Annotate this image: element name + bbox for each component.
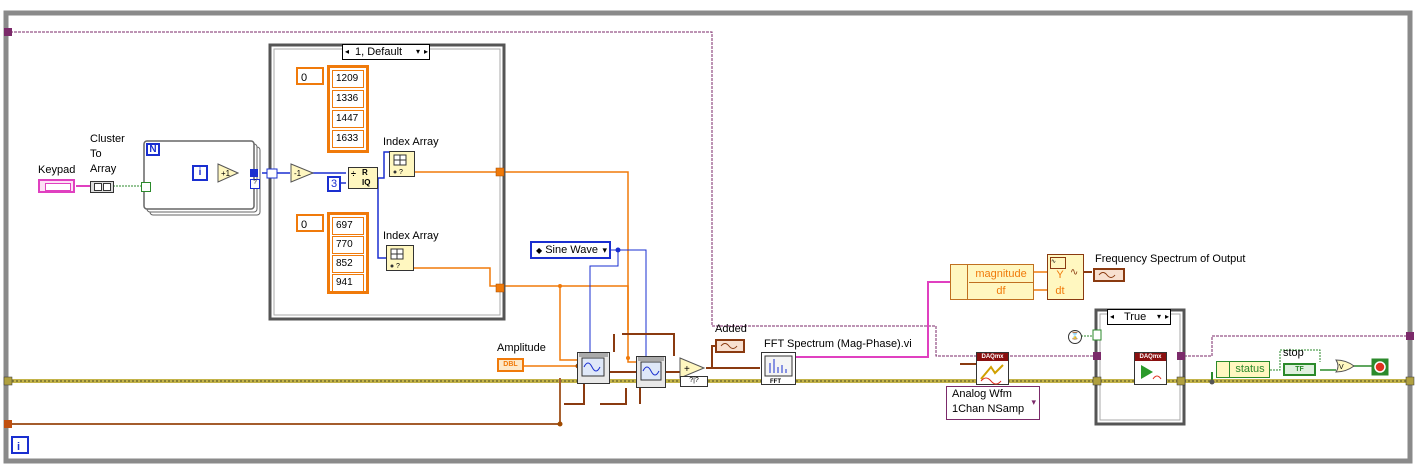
svg-text:+: + (684, 364, 690, 375)
daqmx-write-node[interactable]: DAQmx (976, 352, 1009, 385)
for-loop-output-tunnel[interactable] (250, 169, 258, 177)
amplitude-label: Amplitude (497, 342, 546, 354)
for-loop-input-tunnel[interactable] (141, 182, 151, 192)
frequency-wires[interactable] (414, 171, 636, 367)
build-waveform-node[interactable]: ∿ Y dt ∿ (1047, 254, 1084, 300)
row-frequencies-array[interactable]: 1209 1336 1447 1633 (327, 65, 369, 153)
added-label: Added (715, 323, 747, 335)
add-node[interactable] (679, 357, 706, 379)
keypad-label: Keypad (38, 164, 76, 176)
cluster-to-array-node[interactable] (90, 181, 114, 193)
for-loop-iteration-terminal[interactable]: i (192, 165, 208, 181)
unbundle-magnitude[interactable]: magnitude (969, 266, 1033, 283)
daqmx-polymorphic-selector[interactable]: Analog Wfm 1Chan NSamp ▾ (946, 386, 1040, 420)
quotient-remainder-node[interactable]: ÷ R IQ (348, 167, 378, 189)
increment-node[interactable]: +1 (217, 163, 240, 183)
spectrum-wire[interactable] (796, 281, 950, 358)
column-frequency-4[interactable]: 941 (332, 274, 364, 292)
svg-text:-1: -1 (294, 169, 302, 178)
column-frequency-1[interactable]: 697 (332, 217, 364, 235)
fft-node[interactable]: FFT (761, 352, 796, 385)
task-wire-right[interactable] (1180, 335, 1410, 357)
unbundle-df[interactable]: df (996, 285, 1006, 297)
tunnel-right-top[interactable] (1406, 332, 1414, 340)
svg-text:?: ? (399, 169, 403, 176)
for-loop-index-tunnel[interactable]: ? (250, 179, 260, 189)
wait-icon[interactable]: ⌛ (1068, 330, 1082, 344)
inner-case-selector[interactable]: ◂ True ▾ ▸ (1107, 309, 1171, 325)
decrement-node[interactable]: -1 (290, 163, 315, 183)
svg-text:?: ? (396, 263, 400, 270)
cluster-to-array-label-2: To (90, 148, 102, 160)
row-frequency-4[interactable]: 1633 (332, 130, 364, 148)
build-waveform-dt[interactable]: dt (1055, 285, 1065, 297)
waveform-type-wires[interactable] (589, 249, 647, 356)
cluster-to-array-label-1: Cluster (90, 133, 125, 145)
index-array-top-label: Index Array (383, 136, 439, 148)
tunnel-left-mid[interactable] (3, 376, 13, 386)
case-selector-tunnel[interactable] (266, 168, 278, 179)
stop-terminal[interactable]: TF (1283, 363, 1316, 376)
column-frequency-3[interactable]: 852 (332, 255, 364, 273)
status-field[interactable]: status (1235, 363, 1265, 375)
svg-text:FFT: FFT (770, 379, 781, 384)
stop-label: stop (1283, 347, 1304, 359)
column-frequency-2[interactable]: 770 (332, 236, 364, 254)
tunnel-left-bottom[interactable] (4, 420, 12, 428)
build-waveform-y[interactable]: Y (1056, 269, 1064, 281)
sine-generator-1[interactable] (577, 352, 610, 384)
fft-label: FFT Spectrum (Mag-Phase).vi (764, 338, 912, 350)
amplitude-terminal[interactable]: DBL (497, 358, 524, 372)
daqmx-start-node[interactable]: DAQmx (1134, 352, 1167, 385)
svg-text:+1: +1 (221, 169, 231, 178)
sine-generator-2[interactable] (636, 356, 666, 388)
row-frequency-3[interactable]: 1447 (332, 110, 364, 128)
case-tunnel-bottom[interactable] (495, 283, 505, 293)
frequency-spectrum-indicator[interactable] (1093, 268, 1125, 282)
column-frequencies-array[interactable]: 697 770 852 941 (327, 212, 369, 294)
row-frequency-1[interactable]: 1209 (332, 70, 364, 88)
case-tunnel-top[interactable] (495, 167, 505, 177)
svg-text:V: V (1339, 364, 1344, 371)
index-array-bottom-node[interactable]: ? (386, 245, 414, 271)
case-selector[interactable]: ◂ 1, Default ▾ ▸ (342, 44, 430, 60)
keypad-terminal[interactable] (38, 179, 75, 193)
divisor-constant[interactable]: 3 (327, 176, 341, 192)
row-index-constant[interactable]: 0 (296, 67, 324, 85)
status-wire[interactable] (1270, 349, 1321, 371)
iteration-terminal[interactable] (11, 436, 29, 454)
or-node[interactable] (1335, 359, 1355, 373)
added-indicator[interactable] (715, 339, 745, 353)
while-loop-border[interactable] (3, 10, 1413, 464)
status-unbundle-node[interactable]: status (1216, 361, 1270, 378)
for-loop-count-terminal[interactable]: N (146, 143, 160, 156)
error-merge-node[interactable]: ?|? (680, 376, 708, 387)
task-wire-top[interactable] (10, 31, 1096, 357)
frequency-spectrum-label: Frequency Spectrum of Output (1095, 253, 1246, 265)
index-array-bottom-label: Index Array (383, 230, 439, 242)
waveform-type-constant[interactable]: ◆ Sine Wave ▾ (530, 241, 611, 259)
svg-text:i: i (17, 441, 20, 453)
tunnel-left-top[interactable] (4, 28, 12, 36)
tunnel-right-mid[interactable] (1405, 376, 1415, 386)
row-frequency-2[interactable]: 1336 (332, 90, 364, 108)
column-index-constant[interactable]: 0 (296, 214, 324, 232)
unbundle-node[interactable]: magnitude df (950, 264, 1034, 300)
cluster-to-array-label-3: Array (90, 163, 117, 175)
index-array-top-node[interactable]: ? (389, 151, 415, 177)
